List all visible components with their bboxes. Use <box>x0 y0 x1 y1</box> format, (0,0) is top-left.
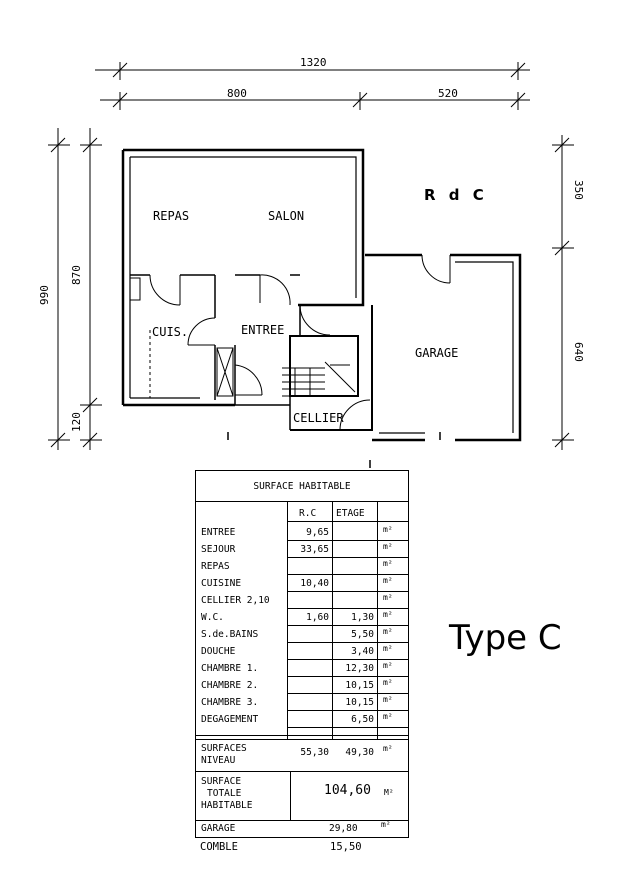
col-header-rc: R.C <box>299 508 317 519</box>
dim-total-depth: 990 <box>38 285 51 305</box>
dim-step: 120 <box>70 412 83 432</box>
row-rc-value: 1,60 <box>306 612 329 623</box>
surface-table: SURFACE HABITABLE R.C ETAGE ENTREE 9,65 m²… <box>195 470 409 838</box>
row-etage-value: 10,15 <box>345 697 374 708</box>
row-unit: m² <box>383 695 393 704</box>
totale-value: 104,60 <box>324 783 371 798</box>
row-unit: m² <box>383 542 393 551</box>
garage-value: 29,80 <box>329 823 358 834</box>
row-rc-value: 33,65 <box>300 544 329 555</box>
niveau-unit: m² <box>383 744 393 753</box>
row-unit: m² <box>383 525 393 534</box>
totale-label-1: SURFACE <box>201 776 242 787</box>
row-etage-value: 1,30 <box>351 612 374 623</box>
row-label: CHAMBRE 2. <box>201 680 259 691</box>
row-unit: m² <box>383 593 393 602</box>
room-label-cuisine: CUIS. <box>152 325 188 339</box>
row-label: DEGAGEMENT <box>201 714 259 725</box>
row-unit: m² <box>383 559 393 568</box>
room-label-cellier: CELLIER <box>293 411 344 425</box>
dim-total-width: 1320 <box>300 56 327 69</box>
row-unit: m² <box>383 712 393 721</box>
row-label: S.de.BAINS <box>201 629 259 640</box>
garage-label: GARAGE <box>201 823 236 834</box>
totale-label-3: HABITABLE <box>201 800 253 811</box>
row-unit: m² <box>383 627 393 636</box>
niveau-label-2: NIVEAU <box>201 755 236 766</box>
room-label-repas: REPAS <box>153 209 189 223</box>
row-label: ENTREE <box>201 527 236 538</box>
row-unit: m² <box>383 576 393 585</box>
row-label: CHAMBRE 1. <box>201 663 259 674</box>
col-header-etage: ETAGE <box>336 508 365 519</box>
table-title: SURFACE HABITABLE <box>253 481 351 492</box>
row-label: SEJOUR <box>201 544 236 555</box>
row-label: CUISINE <box>201 578 242 589</box>
dim-garage-width: 520 <box>438 87 458 100</box>
row-label: DOUCHE <box>201 646 236 657</box>
room-label-salon: SALON <box>268 209 304 223</box>
dim-garage-back: 350 <box>572 180 585 200</box>
totale-label-2: TOTALE <box>207 788 242 799</box>
dim-house-width: 800 <box>227 87 247 100</box>
row-rc-value: 9,65 <box>306 527 329 538</box>
dim-house-depth: 870 <box>70 265 83 285</box>
row-unit: m² <box>383 644 393 653</box>
row-unit: m² <box>383 610 393 619</box>
totale-unit: M² <box>384 788 394 797</box>
row-label: CELLIER 2,10 <box>201 595 270 606</box>
dim-garage-depth: 640 <box>572 342 585 362</box>
type-label: Type C <box>449 618 562 658</box>
row-etage-value: 5,50 <box>351 629 374 640</box>
room-label-entree: ENTREE <box>241 323 284 337</box>
niveau-label-1: SURFACES <box>201 743 247 754</box>
room-label-garage: GARAGE <box>415 346 458 360</box>
row-etage-value: 12,30 <box>345 663 374 674</box>
row-etage-value: 10,15 <box>345 680 374 691</box>
row-etage-value: 6,50 <box>351 714 374 725</box>
level-label: R d C <box>424 186 488 204</box>
row-unit: m² <box>383 661 393 670</box>
comble-value: 15,50 <box>330 841 362 853</box>
comble-label: COMBLE <box>200 841 238 853</box>
row-unit: m² <box>383 678 393 687</box>
row-label: REPAS <box>201 561 230 572</box>
niveau-rc-value: 55,30 <box>300 747 329 758</box>
row-rc-value: 10,40 <box>300 578 329 589</box>
row-etage-value: 3,40 <box>351 646 374 657</box>
row-label: W.C. <box>201 612 224 623</box>
garage-unit: m² <box>381 820 391 829</box>
niveau-etage-value: 49,30 <box>345 747 374 758</box>
row-label: CHAMBRE 3. <box>201 697 259 708</box>
